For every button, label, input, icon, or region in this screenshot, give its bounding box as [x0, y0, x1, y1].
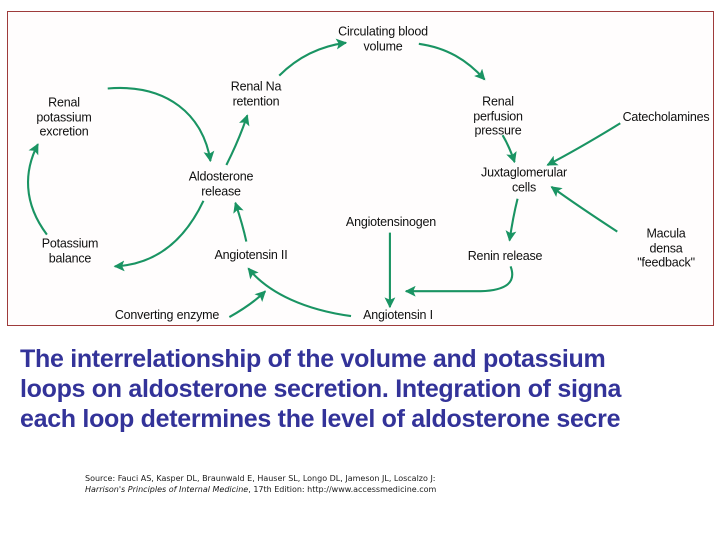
arrow-angiotensin-i-to-angiotensin-ii [247, 267, 352, 318]
node-circulating-blood-volume: Circulating blood volume [338, 24, 428, 54]
cycle-diagram-canvas [26, 38, 621, 318]
source-citation: Source: Fauci AS, Kasper DL, Braunwald E… [85, 473, 436, 495]
source-book-title: Harrison's Principles of Internal Medici… [85, 485, 249, 494]
node-catecholamines: Catecholamines [622, 109, 710, 124]
arrow-aldosterone-to-potassium-balance [113, 200, 205, 272]
figure-frame: Circulating blood volume Renal potassium… [7, 11, 714, 326]
arrow-renin-to-conversion [404, 266, 514, 297]
node-renin-release: Renin release [467, 248, 543, 263]
arrow-rpe-to-aldosterone [107, 86, 215, 163]
arrow-aldosterone-to-na-retention [225, 114, 250, 166]
arrow-catecholamines-to-juxtaglomerular [546, 122, 621, 166]
arrow-juxtaglomerular-to-renin [505, 198, 519, 242]
arrow-potassium-balance-to-rpe [26, 143, 48, 236]
diagram-arrows [26, 38, 621, 318]
node-macula-densa-feedback: Macula densa "feedback" [637, 226, 695, 270]
arrow-angiotensin-ii-to-aldosterone [233, 201, 248, 242]
source-line-publication: Harrison's Principles of Internal Medici… [85, 484, 436, 495]
arrow-converting-enzyme-to-angiotensin-ii [228, 290, 267, 318]
node-angiotensinogen: Angiotensinogen [345, 214, 437, 229]
node-renal-na-retention: Renal Na retention [230, 79, 282, 109]
arrow-blood-volume-to-perfusion [418, 42, 486, 81]
node-converting-enzyme: Converting enzyme [114, 307, 220, 322]
figure-caption: The interrelationship of the volume and … [20, 345, 622, 433]
node-potassium-balance: Potassium balance [41, 236, 99, 266]
arrow-perfusion-to-juxtaglomerular [501, 134, 517, 164]
arrow-macula-densa-to-juxtaglomerular [550, 186, 618, 233]
node-renal-potassium-excretion: Renal potassium excretion [36, 95, 92, 139]
node-angiotensin-ii: Angiotensin II [214, 247, 288, 262]
source-line-authors: Source: Fauci AS, Kasper DL, Braunwald E… [85, 474, 436, 483]
source-edition-url: , 17th Edition: http://www.accessmedicin… [248, 485, 437, 494]
arrow-na-retention-to-blood-volume [278, 38, 348, 77]
node-juxtaglomerular-cells: Juxtaglomerular cells [481, 165, 567, 195]
node-angiotensin-i: Angiotensin I [363, 307, 433, 322]
node-aldosterone-release: Aldosterone release [188, 169, 254, 199]
node-renal-perfusion-pressure: Renal perfusion pressure [473, 94, 523, 138]
